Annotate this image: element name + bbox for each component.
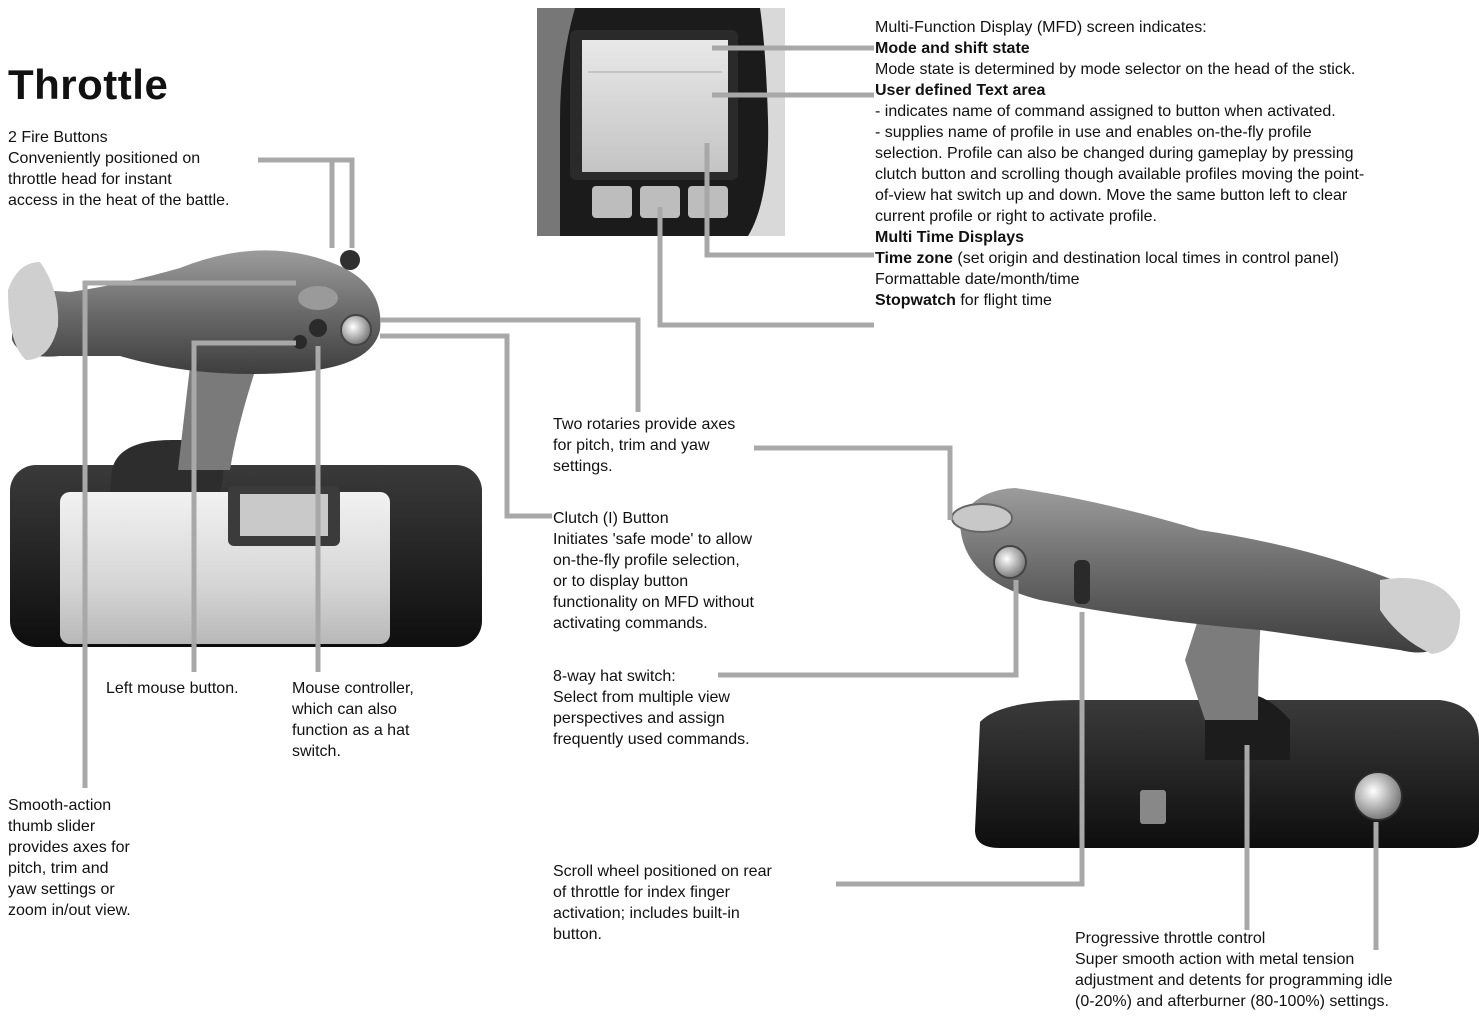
scroll-wheel-callout: Scroll wheel positioned on rear of throt… — [553, 861, 772, 945]
fire-buttons-line: throttle head for instant — [8, 171, 172, 188]
scroll-wheel-line: activation; includes built-in — [553, 905, 740, 922]
mouse-controller-line: Mouse controller, — [292, 680, 414, 697]
stopwatch-bold: Stopwatch — [875, 292, 956, 309]
throttle-rear-image — [951, 488, 1479, 848]
time-heading: Multi Time Displays — [875, 229, 1025, 246]
progressive-heading: Progressive throttle control — [1075, 930, 1266, 947]
thumb-slider-line: Smooth-action — [8, 797, 112, 814]
rotaries-line: Two rotaries provide axes — [553, 416, 736, 433]
throttle-image — [8, 250, 482, 647]
left-mouse-callout: Left mouse button. — [106, 680, 239, 697]
page-title: Throttle — [8, 61, 169, 108]
text-area-line: - supplies name of profile in use and en… — [875, 124, 1312, 141]
thumb-slider-line: zoom in/out view. — [8, 902, 131, 919]
clutch-line: functionality on MFD without — [553, 594, 754, 611]
text-area-line: of-view hat switch up and down. Move the… — [875, 187, 1348, 204]
time-zone-rest: (set origin and destination local times … — [952, 250, 1339, 267]
stopwatch-rest: for flight time — [955, 292, 1052, 309]
fire-buttons-line: access in the heat of the battle. — [8, 192, 230, 209]
clutch-line: Initiates 'safe mode' to allow — [553, 531, 753, 548]
clutch-heading: Clutch (I) Button — [553, 510, 669, 527]
hat-line: perspectives and assign — [553, 710, 725, 727]
stopwatch-line: Stopwatch for flight time — [875, 290, 1364, 311]
progressive-throttle-callout: Progressive throttle control Super smoot… — [1075, 928, 1393, 1012]
mouse-controller-line: function as a hat — [292, 722, 410, 739]
mfd-intro: Multi-Function Display (MFD) screen indi… — [875, 19, 1207, 36]
hat-line: frequently used commands. — [553, 731, 750, 748]
mode-heading: Mode and shift state — [875, 40, 1030, 57]
text-area-line: - indicates name of command assigned to … — [875, 103, 1336, 120]
fire-buttons-line: Conveniently positioned on — [8, 150, 201, 167]
hat-heading: 8-way hat switch: — [553, 668, 676, 685]
thumb-slider-line: pitch, trim and — [8, 860, 109, 877]
text-area-line: clutch button and scrolling though avail… — [875, 166, 1365, 183]
rotaries-line: settings. — [553, 458, 613, 475]
hat-line: Select from multiple view — [553, 689, 730, 706]
thumb-slider-line: yaw settings or — [8, 881, 115, 898]
scroll-wheel-line: Scroll wheel positioned on rear — [553, 863, 772, 880]
text-area-line: current profile or right to activate pro… — [875, 208, 1157, 225]
clutch-line: or to display button — [553, 573, 689, 590]
text-area-line: selection. Profile can also be changed d… — [875, 145, 1354, 162]
scroll-wheel-line: button. — [553, 926, 602, 943]
clutch-line: activating commands. — [553, 615, 708, 632]
rotaries-callout: Two rotaries provide axes for pitch, tri… — [553, 414, 735, 477]
mouse-controller-callout: Mouse controller, which can also functio… — [292, 678, 414, 762]
mouse-controller-line: switch. — [292, 743, 341, 760]
mfd-closeup-image — [537, 8, 785, 236]
fire-buttons-callout: 2 Fire Buttons Conveniently positioned o… — [8, 127, 229, 211]
rotaries-line: for pitch, trim and yaw — [553, 437, 710, 454]
time-zone-line: Time zone (set origin and destination lo… — [875, 248, 1364, 269]
scroll-wheel-line: of throttle for index finger — [553, 884, 730, 901]
progressive-line: (0-20%) and afterburner (80-100%) settin… — [1075, 993, 1389, 1010]
thumb-slider-callout: Smooth-action thumb slider provides axes… — [8, 795, 131, 921]
thumb-slider-line: provides axes for — [8, 839, 130, 856]
progressive-line: adjustment and detents for programming i… — [1075, 972, 1393, 989]
thumb-slider-line: thumb slider — [8, 818, 96, 835]
mode-text: Mode state is determined by mode selecto… — [875, 61, 1356, 78]
format-text: Formattable date/month/time — [875, 271, 1080, 288]
fire-buttons-heading: 2 Fire Buttons — [8, 129, 108, 146]
progressive-line: Super smooth action with metal tension — [1075, 951, 1355, 968]
mouse-controller-line: which can also — [292, 701, 397, 718]
text-area-heading: User defined Text area — [875, 82, 1046, 99]
time-zone-bold: Time zone — [875, 250, 953, 267]
clutch-line: on-the-fly profile selection, — [553, 552, 740, 569]
clutch-callout: Clutch (I) Button Initiates 'safe mode' … — [553, 508, 754, 634]
mfd-callout: Multi-Function Display (MFD) screen indi… — [875, 17, 1364, 311]
leader-lines — [82, 45, 1379, 950]
hat-switch-callout: 8-way hat switch: Select from multiple v… — [553, 666, 750, 750]
